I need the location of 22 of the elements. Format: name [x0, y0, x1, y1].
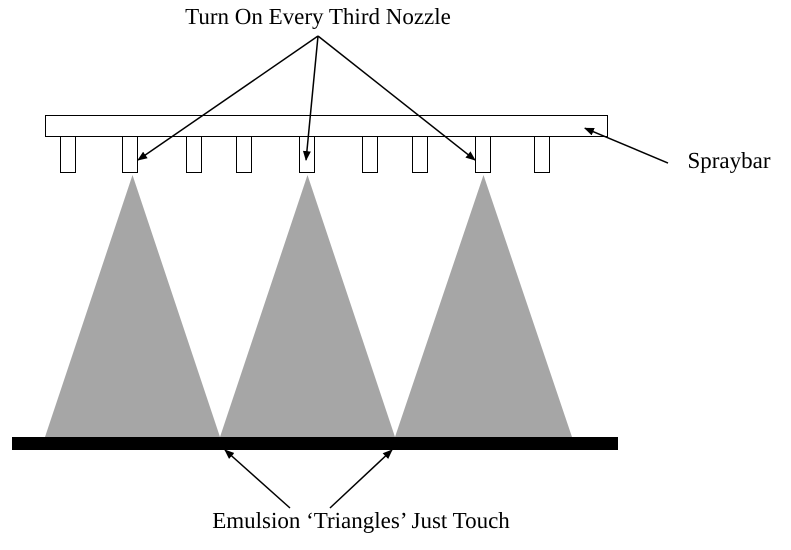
leader-arrow: [318, 35, 476, 161]
leader-arrow: [224, 449, 290, 509]
heading-label: Turn On Every Third Nozzle: [138, 4, 498, 36]
ground-surface: [12, 437, 618, 450]
spraybar-drawing: [45, 115, 608, 137]
leader-arrow: [329, 449, 393, 509]
spray-cone: [220, 175, 395, 437]
nozzle-drawing: [475, 136, 491, 173]
spray-cone: [45, 175, 220, 437]
leader-arrow: [137, 35, 318, 161]
spray-cone: [395, 175, 572, 437]
caption-label: Emulsion ‘Triangles’ Just Touch: [98, 508, 624, 542]
nozzle-drawing: [122, 136, 138, 173]
nozzle-drawing: [412, 136, 428, 173]
leader-arrow: [584, 128, 668, 164]
nozzle-drawing: [60, 136, 76, 173]
part-label: Spraybar: [668, 148, 790, 180]
leader-arrow: [302, 36, 319, 162]
nozzle-drawing: [186, 136, 202, 173]
nozzle-drawing: [534, 136, 550, 173]
nozzle-drawing: [236, 136, 252, 173]
nozzle-drawing: [362, 136, 378, 173]
